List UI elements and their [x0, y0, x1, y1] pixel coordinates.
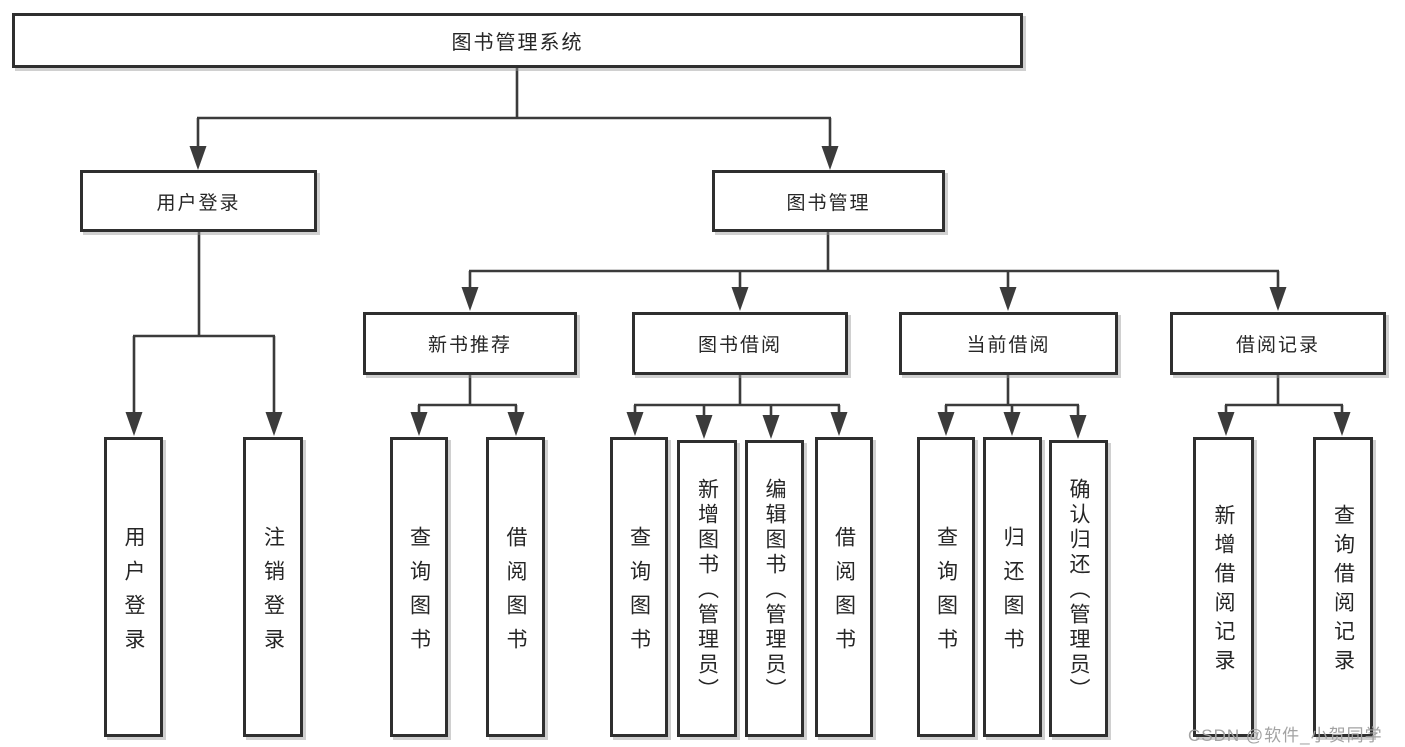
leaf-borrow-borrow-books: 借阅图书 [815, 437, 873, 737]
node-new-book-recommend: 新书推荐 [363, 312, 577, 375]
leaf-recommend-borrow-books: 借阅图书 [486, 437, 545, 737]
arrowhead-down-icon [821, 146, 839, 170]
node-current-borrow: 当前借阅 [899, 312, 1118, 375]
arrowhead-down-icon [937, 412, 955, 436]
leaf-current-query-books: 查询图书 [917, 437, 975, 737]
watermark: CSDN @软件_小贺同学 [1188, 726, 1383, 745]
node-library-management-system: 图书管理系统 [12, 13, 1023, 68]
arrowhead-down-icon [626, 412, 644, 436]
arrowhead-down-icon [695, 415, 713, 439]
node-book-management: 图书管理 [712, 170, 945, 232]
leaf-recommend-query-books: 查询图书 [390, 437, 448, 737]
arrowhead-down-icon [125, 412, 143, 436]
arrowhead-down-icon [507, 412, 525, 436]
leaf-records-add-record: 新增借阅记录 [1193, 437, 1254, 737]
leaf-logout: 注销登录 [243, 437, 303, 737]
arrowhead-down-icon [189, 146, 207, 170]
arrowhead-down-icon [461, 287, 479, 311]
node-user-login: 用户登录 [80, 170, 317, 232]
arrowhead-down-icon [1269, 287, 1287, 311]
arrowhead-down-icon [265, 412, 283, 436]
arrowhead-down-icon [731, 287, 749, 311]
arrowhead-down-icon [410, 412, 428, 436]
arrowhead-down-icon [830, 412, 848, 436]
node-book-borrow: 图书借阅 [632, 312, 848, 375]
leaf-user-login: 用户登录 [104, 437, 163, 737]
arrowhead-down-icon [1069, 415, 1087, 439]
leaf-borrow-edit-books-admin: 编辑图书（管理员） [745, 440, 804, 737]
arrowhead-down-icon [999, 287, 1017, 311]
arrowhead-down-icon [762, 415, 780, 439]
leaf-borrow-add-books-admin: 新增图书（管理员） [677, 440, 737, 737]
leaf-current-confirm-return-admin: 确认归还（管理员） [1049, 440, 1108, 737]
arrowhead-down-icon [1217, 412, 1235, 436]
leaf-current-return-books: 归还图书 [983, 437, 1042, 737]
node-borrow-records: 借阅记录 [1170, 312, 1386, 375]
arrowhead-down-icon [1003, 412, 1021, 436]
leaf-records-query-record: 查询借阅记录 [1313, 437, 1373, 737]
arrowhead-down-icon [1333, 412, 1351, 436]
leaf-borrow-query-books: 查询图书 [610, 437, 668, 737]
